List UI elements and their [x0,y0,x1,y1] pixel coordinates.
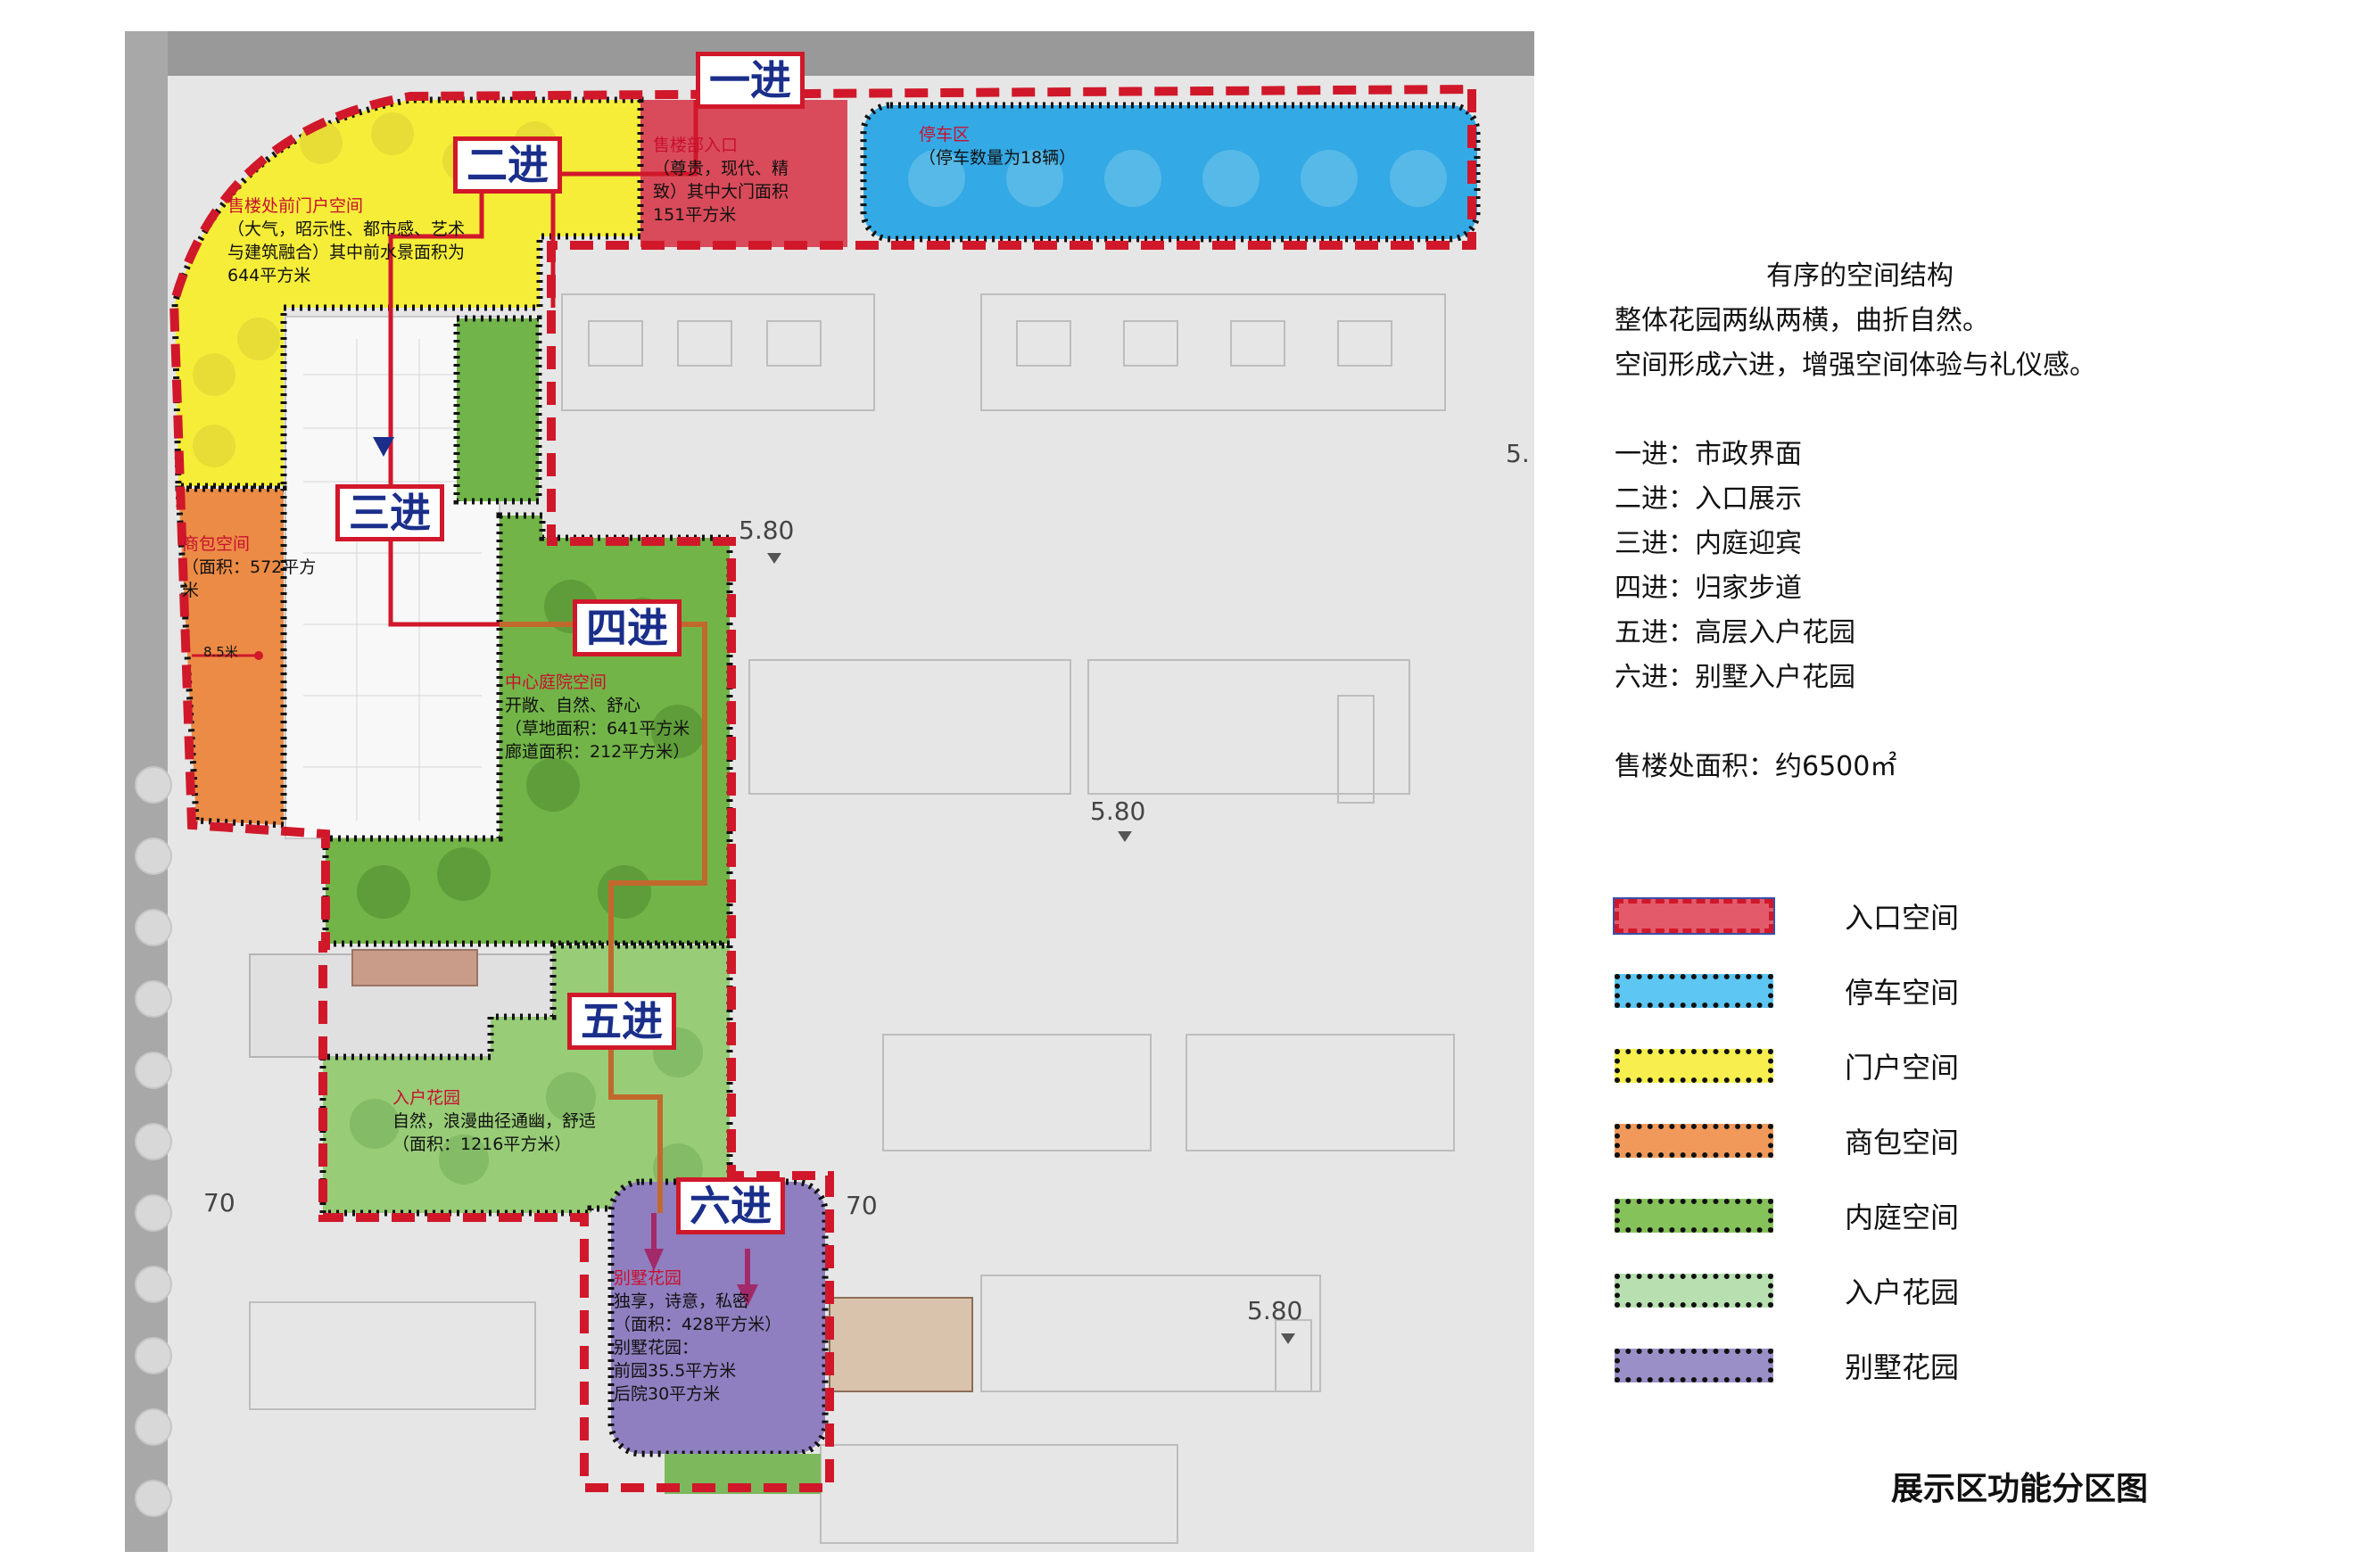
stage-item: 五进：高层入户花园 [1615,617,1855,648]
zone-line: 致）其中大门面积 [653,182,789,202]
dimension-label: 8.5米 [203,644,238,660]
zone-line: 米 [182,581,200,600]
spacer [1615,700,2239,745]
building-footprints [249,293,1455,1544]
zone-line: 别墅花园： [614,1338,699,1358]
stage-item: 二进：入口展示 [1615,483,1802,515]
road-top [125,31,1534,76]
elevation-label: 5.80 [1090,796,1146,826]
villa-building [829,1297,973,1392]
legend-swatch [1615,1124,1773,1158]
zone-line: （面积：572平方 [182,557,317,577]
zone-title: 停车区 [919,125,971,144]
zone-label-gateway: 售楼处前门户空间 （大气，昭示性、都市感、艺术 与建筑融合）其中前水景面积为 6… [227,194,566,287]
info-title: 有序的空间结构 [1766,260,1954,292]
legend-label: 别墅花园 [1845,1350,1960,1384]
zone-label-entrance: 售楼部入口 （尊贵，现代、精 致）其中大门面积 151平方米 [653,134,840,227]
zone-label-villa-garden: 别墅花园 独享，诗意，私密 （面积：428平方米） 别墅花园： 前园35.5平方… [614,1267,819,1406]
zone-label-household-garden: 入户花园 自然，浪漫曲径通幽，舒适 （面积：1216平方米） [392,1086,687,1156]
stage-item: 四进：归家步道 [1615,573,1802,604]
zone-line: 后院30平方米 [614,1384,721,1404]
showroom-boundary [169,84,1476,1492]
zone-line: 644平方米 [227,266,311,285]
info-line: 空间形成六进，增强空间体验与礼仪感。 [1615,350,2096,381]
legend-label: 商包空间 [1845,1126,1960,1159]
zone-line: （草地面积：641平方米 [505,719,690,739]
zone-title: 售楼部入口 [653,136,739,155]
zone-title: 商包空间 [182,534,251,554]
zone-label-commercial: 商包空间 （面积：572平方 米 [182,532,343,602]
zone-line: 自然，浪漫曲径通幽，舒适 [392,1111,597,1131]
legend-swatch [1615,974,1773,1008]
legend-label: 内庭空间 [1845,1201,1960,1234]
elevation-label: 70 [203,1188,235,1217]
highrise-building-roof [351,949,478,986]
zone-line: 开敞、自然、舒心 [505,696,641,715]
legend-label: 门户空间 [1845,1051,1960,1085]
zone-title: 入户花园 [392,1088,461,1108]
zone-line: 151平方米 [653,205,737,225]
elevation-label: 5.80 [1247,1296,1303,1325]
site-plan-map: 一进 二进 三进 四进 五进 六进 售楼部入口 （尊贵，现代、精 致）其中大门面… [125,31,1534,1552]
zone-line: 与建筑融合）其中前水景面积为 [227,243,466,262]
circulation-path [373,100,758,1307]
badge-stage-1: 一进 [696,52,805,109]
zone-line: （停车数量为18辆） [919,148,1077,168]
legend-item-entrance: 入口空间 [1613,892,2114,945]
legend-swatch [1615,1274,1773,1308]
badge-stage-5: 五进 [567,993,676,1050]
tree-row [135,766,172,1517]
legend-swatch [1615,1199,1773,1233]
legend-item-parking: 停车空间 [1615,967,2114,1020]
zone-line: 独享，诗意，私密 [614,1292,750,1311]
badge-stage-6: 六进 [676,1177,785,1234]
zone-line: 前园35.5平方米 [614,1361,737,1381]
zone-gateway [171,96,644,490]
zone-title: 别墅花园 [614,1268,682,1288]
legend-item-gateway: 门户空间 [1615,1042,2114,1095]
info-line: 整体花园两纵两横，曲折自然。 [1615,305,1989,336]
zone-courtyard-strip [453,315,542,505]
elevation-label: 5. [1506,439,1530,468]
dimension-end [254,651,263,660]
legend-swatch [1615,1349,1773,1382]
legend-swatch [1615,1049,1773,1083]
badge-stage-4: 四进 [573,599,682,656]
zone-line: （面积：1216平方米） [392,1135,572,1154]
stage-item: 一进：市政界面 [1615,439,1802,470]
zone-line: （大气，昭示性、都市感、艺术 [227,219,466,239]
legend-item-villa-garden: 别墅花园 [1615,1341,2114,1395]
legend-swatch [1613,897,1775,935]
badge-stage-2: 二进 [453,136,562,194]
legend-label: 停车空间 [1845,976,1960,1010]
legend-label: 入口空间 [1845,901,1960,935]
zone-title: 中心庭院空间 [505,673,607,692]
zone-line: 廊道面积：212平方米） [505,742,690,762]
stage-item: 三进：内庭迎宾 [1615,528,1802,559]
zone-line: （面积：428平方米） [614,1315,782,1334]
badge-stage-3: 三进 [335,484,444,541]
zone-label-parking: 停车区 （停车数量为18辆） [919,123,1276,169]
parking-trees [908,150,1447,207]
elevation-markers [767,553,1295,1344]
legend-label: 入户花园 [1845,1275,1960,1309]
elevation-label: 5.80 [739,516,795,545]
legend-item-household-garden: 入户花园 [1615,1267,2114,1320]
zone-label-courtyard: 中心庭院空间 开敞、自然、舒心 （草地面积：641平方米 廊道面积：212平方米… [505,671,746,763]
spacer [1615,388,2239,433]
area-text: 售楼处面积：约6500㎡ [1615,751,1897,782]
legend-item-courtyard: 内庭空间 [1615,1192,2114,1245]
stage-item: 六进：别墅入户花园 [1615,662,1855,693]
zone-title: 售楼处前门户空间 [227,196,364,216]
info-panel: 有序的空间结构 整体花园两纵两横，曲折自然。 空间形成六进，增强空间体验与礼仪感… [1615,254,2239,789]
elevation-label: 70 [846,1191,878,1220]
zone-line: （尊贵，现代、精 [653,159,789,178]
map-caption: 展示区功能分区图 [1891,1471,2149,1507]
legend-item-commercial: 商包空间 [1615,1117,2114,1170]
